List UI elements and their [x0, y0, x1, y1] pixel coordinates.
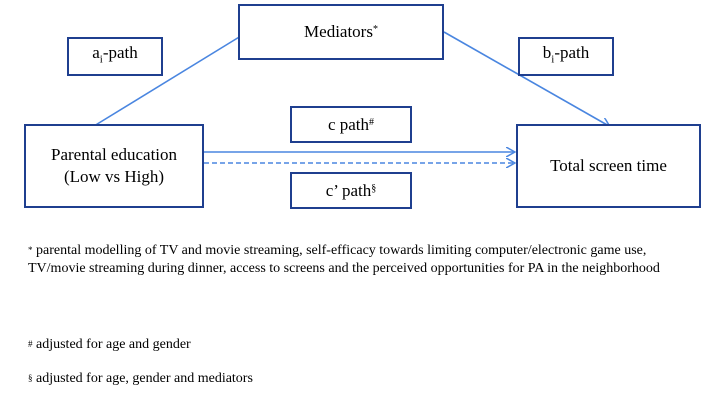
b-path-prefix: b: [542, 43, 552, 63]
footnote-mark: #: [28, 339, 33, 349]
total-screen-time-label: Total screen time: [550, 156, 667, 175]
mediators-box: Mediators*: [238, 4, 444, 60]
c-prime-path-label: c’ path: [325, 180, 372, 200]
footnote-text: parental modelling of TV and movie strea…: [28, 243, 660, 276]
footnote-text: adjusted for age, gender and mediators: [36, 371, 253, 386]
footnote-mark: *: [28, 245, 33, 255]
a-path-prefix: a: [92, 43, 100, 63]
footnote-mediators: * parental modelling of TV and movie str…: [28, 242, 698, 278]
mediators-mark: *: [372, 24, 378, 35]
a-path-sub: i: [99, 53, 103, 66]
b-path-suffix: -path: [554, 43, 590, 63]
c-path-box: c path#: [290, 106, 412, 143]
total-screen-time-box: Total screen time: [516, 124, 701, 208]
a-path-box: ai-path: [67, 37, 163, 76]
footnote-mark: §: [28, 373, 33, 383]
footnote-c-prime-path: § adjusted for age, gender and mediators: [28, 370, 698, 388]
b-path-box: bi-path: [518, 37, 614, 76]
c-path-label: c path: [327, 114, 370, 134]
mediators-label: Mediators: [304, 22, 373, 41]
a-path-arrow: [93, 31, 249, 127]
footnote-text: adjusted for age and gender: [36, 337, 191, 352]
parental-education-sublabel: (Low vs High): [63, 167, 165, 186]
parental-education-box: Parental education (Low vs High): [24, 124, 204, 208]
c-path-mark: #: [369, 116, 375, 128]
a-path-suffix: -path: [102, 43, 138, 63]
b-path-sub: i: [551, 53, 555, 66]
c-prime-path-mark: §: [371, 182, 377, 194]
footnote-c-path: # adjusted for age and gender: [28, 336, 698, 354]
c-prime-path-box: c’ path§: [290, 172, 412, 209]
parental-education-label: Parental education: [50, 145, 178, 164]
b-path-arrow: [443, 31, 609, 126]
